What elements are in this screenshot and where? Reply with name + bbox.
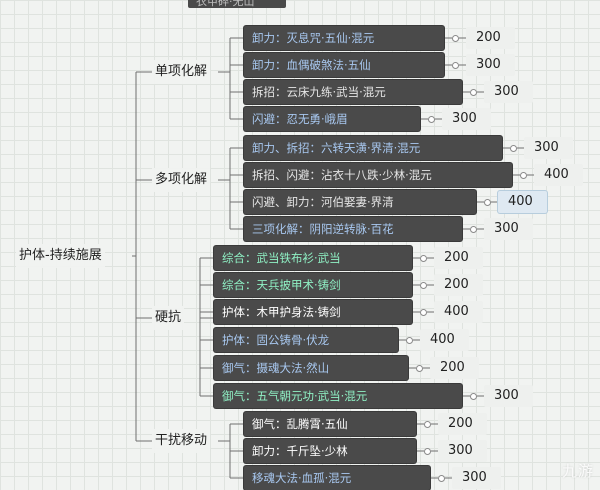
collapse-toggle-icon[interactable] — [452, 34, 459, 42]
category-node[interactable]: 干扰移动 — [152, 429, 211, 453]
skill-node[interactable]: 综合：天兵披甲术·铸剑 — [214, 273, 412, 297]
value-node[interactable]: 300 — [452, 467, 501, 489]
collapse-toggle-icon[interactable] — [438, 474, 445, 482]
skill-node[interactable]: 卸力：血偶破煞法·五仙 — [244, 53, 444, 77]
collapse-toggle-icon[interactable] — [452, 61, 459, 69]
skill-node[interactable]: 三项化解：阴阳逆转脉·百花 — [244, 217, 462, 241]
category-node[interactable]: 硬抗 — [152, 306, 185, 330]
skill-node[interactable]: 卸力：灭息咒·五仙·混元 — [244, 26, 444, 50]
collapse-toggle-icon[interactable] — [416, 364, 423, 372]
value-node[interactable]: 300 — [484, 81, 533, 103]
skill-node[interactable]: 拆招、闪避：沾衣十八跌·少林·混元 — [244, 163, 512, 187]
value-node[interactable]: 300 — [484, 385, 533, 407]
skill-node[interactable]: 拆招：云床九练·武当·混元 — [244, 80, 462, 104]
skill-node[interactable]: 御气：五气朝元功·武当·混元 — [214, 384, 462, 408]
skill-node[interactable]: 御气：乱腾霄·五仙 — [244, 412, 416, 436]
skill-node[interactable]: 卸力：千斤坠·少林 — [244, 439, 416, 463]
skill-node[interactable]: 护体：固公铸骨·伏龙 — [214, 328, 398, 352]
value-node[interactable]: 300 — [466, 54, 515, 76]
category-node[interactable]: 单项化解 — [152, 60, 211, 84]
category-node[interactable]: 多项化解 — [152, 168, 211, 192]
collapse-toggle-icon[interactable] — [420, 254, 427, 262]
root-node[interactable]: 护体-持续施展 — [16, 244, 105, 268]
value-node[interactable]: 300 — [484, 218, 533, 240]
collapse-toggle-icon[interactable] — [420, 281, 427, 289]
value-node[interactable]: 200 — [466, 27, 515, 49]
collapse-toggle-icon[interactable] — [484, 198, 491, 206]
collapse-toggle-icon[interactable] — [470, 225, 477, 233]
value-node[interactable]: 400 — [434, 301, 483, 323]
collapse-toggle-icon[interactable] — [424, 447, 431, 455]
collapse-toggle-icon[interactable] — [406, 336, 413, 344]
collapse-toggle-icon[interactable] — [424, 420, 431, 428]
watermark: 九游 — [561, 462, 594, 480]
collapse-toggle-icon[interactable] — [470, 392, 477, 400]
value-node[interactable]: 300 — [438, 440, 487, 462]
collapse-toggle-icon[interactable] — [470, 88, 477, 96]
value-node[interactable]: 200 — [438, 413, 487, 435]
value-node[interactable]: 400 — [534, 164, 583, 186]
value-node[interactable]: 300 — [442, 108, 491, 130]
skill-node[interactable]: 护体：木甲护身法·铸剑 — [214, 300, 412, 324]
value-node[interactable]: 300 — [524, 137, 573, 159]
collapse-toggle-icon[interactable] — [510, 144, 517, 152]
value-node[interactable]: 400 — [498, 191, 547, 213]
skill-node[interactable]: 移魂大法·血孤·混元 — [244, 466, 430, 490]
value-node[interactable]: 400 — [420, 329, 469, 351]
value-node[interactable]: 200 — [430, 357, 479, 379]
collapse-toggle-icon[interactable] — [420, 308, 427, 316]
skill-node[interactable]: 综合：武当铁布衫·武当 — [214, 246, 412, 270]
skill-node[interactable]: 御气：摄魂大法·然山 — [214, 356, 408, 380]
value-node[interactable]: 200 — [434, 274, 483, 296]
collapse-toggle-icon[interactable] — [428, 115, 435, 123]
collapse-toggle-icon[interactable] — [520, 171, 527, 179]
skill-node[interactable]: 卸力、拆招：六转天潢·界清·混元 — [244, 136, 502, 160]
skill-node[interactable]: 闪避：忍无勇·峨眉 — [244, 107, 420, 131]
skill-node[interactable]: 闪避、卸力：河伯娶妻·界清 — [244, 190, 476, 214]
partial-top-node[interactable]: 衣甲碎·无山 — [188, 0, 286, 8]
value-node[interactable]: 200 — [434, 247, 483, 269]
